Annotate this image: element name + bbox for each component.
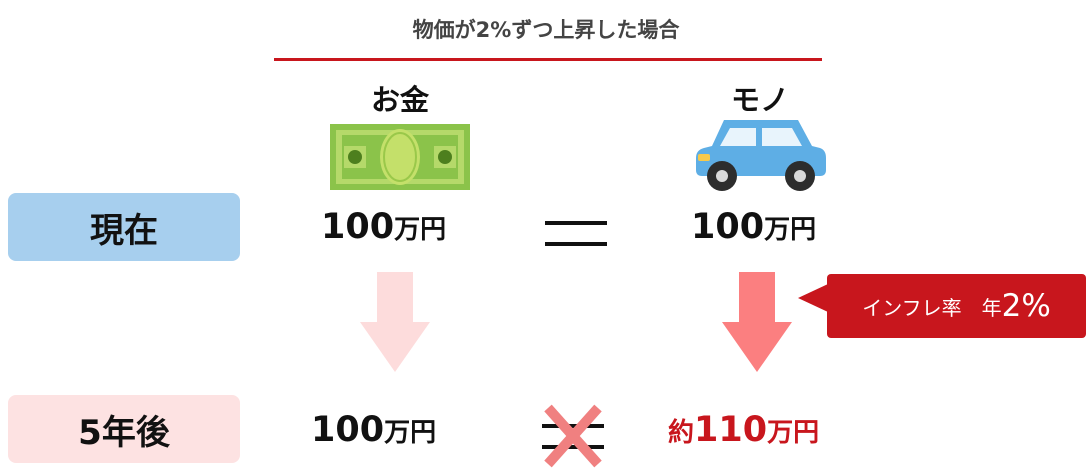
goods-amount-5-years: 約110万円 xyxy=(668,410,819,450)
goods-amount-5-years-prefix: 約 xyxy=(668,418,695,448)
money-amount-5-years: 100万円 xyxy=(311,410,436,450)
goods-amount-now-unit: 万円 xyxy=(764,215,817,245)
money-amount-now-unit: 万円 xyxy=(394,215,447,245)
equals-sign-bottom-bar xyxy=(545,242,607,246)
money-amount-now-value: 100 xyxy=(321,207,395,247)
row-label-now: 現在 xyxy=(8,193,240,261)
car-icon xyxy=(696,120,826,191)
goods-amount-now: 100万円 xyxy=(691,207,816,247)
faded-down-arrow xyxy=(360,272,430,372)
not-equal-bottom-bar xyxy=(542,445,604,449)
inflation-rate-label: インフレ率 年 xyxy=(862,295,1002,320)
row-label-5-years-later: 5年後 xyxy=(8,395,240,463)
money-amount-now: 100万円 xyxy=(321,207,446,247)
goods-amount-5-years-value: 110 xyxy=(694,410,768,450)
title-underline xyxy=(274,58,822,61)
column-header-goods: モノ xyxy=(730,83,789,117)
goods-amount-5-years-unit: 万円 xyxy=(767,418,820,448)
money-amount-5-years-unit: 万円 xyxy=(384,418,437,448)
banknote-icon xyxy=(330,124,470,190)
diagram-title: 物価が2%ずつ上昇した場合 xyxy=(412,18,680,42)
goods-amount-now-value: 100 xyxy=(691,207,765,247)
not-equal-top-bar xyxy=(542,424,604,428)
column-header-money: お金 xyxy=(370,83,429,117)
inflation-down-arrow xyxy=(722,272,792,372)
callout-pointer xyxy=(798,284,828,312)
inflation-rate-value: 2% xyxy=(1001,288,1051,324)
money-amount-5-years-value: 100 xyxy=(311,410,385,450)
cross-mark-icon xyxy=(544,404,602,468)
equals-sign-top-bar xyxy=(545,221,607,225)
